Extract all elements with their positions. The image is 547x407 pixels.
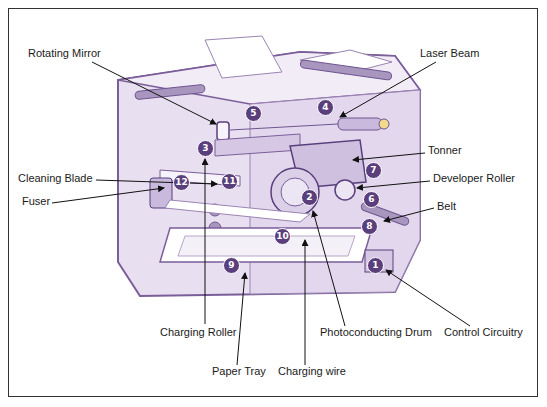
part-label: Belt [437,200,456,213]
callout-number: 3 [197,140,214,157]
part-label: Fuser [22,195,50,208]
callout-number: 4 [317,99,334,116]
callout-number: 11 [221,173,238,190]
callout-number: 2 [301,189,318,206]
callout-number: 12 [173,174,190,191]
callout-number: 8 [361,218,378,235]
callout-number: 9 [223,257,240,274]
part-label: Photoconducting Drum [320,326,432,339]
part-label: Paper Tray [212,365,266,378]
callout-number: 1 [367,257,384,274]
part-label: Rotating Mirror [28,47,101,60]
callout-number: 5 [245,105,262,122]
part-label: Control Circuitry [444,326,523,339]
callout-number: 6 [363,191,380,208]
callout-number: 10 [274,228,291,245]
part-label: Developer Roller [433,172,515,185]
part-label: Laser Beam [420,47,479,60]
callout-number: 7 [365,162,382,179]
part-label: Tonner [428,144,462,157]
part-label: Charging Roller [160,326,236,339]
part-label: Charging wire [278,365,346,378]
part-label: Cleaning Blade [18,172,93,185]
